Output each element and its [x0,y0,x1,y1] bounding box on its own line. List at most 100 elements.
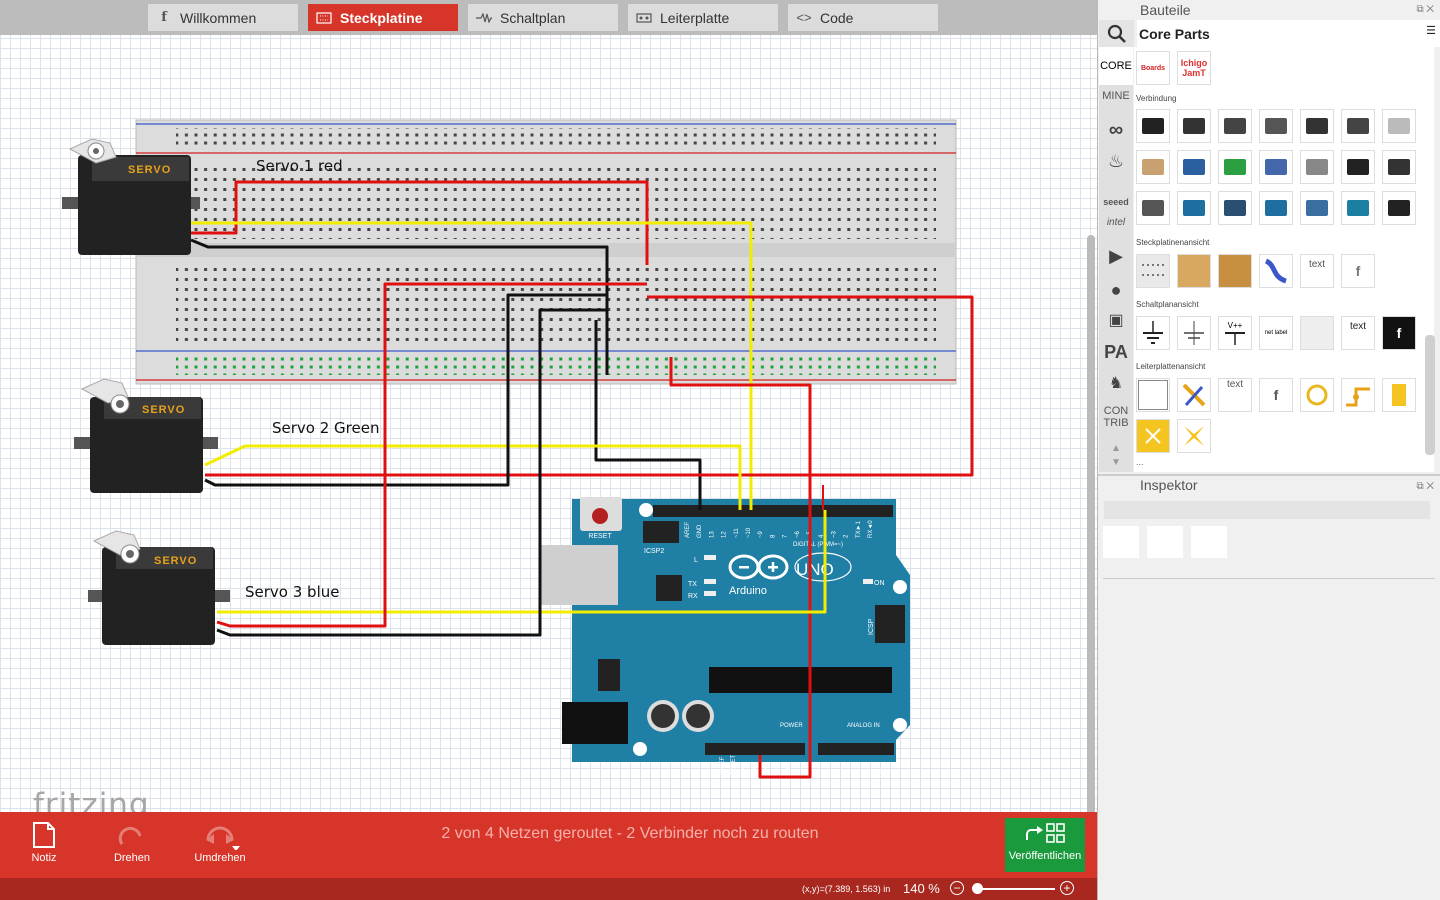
arduino-icon[interactable]: ∞ [1108,119,1124,141]
flip-button[interactable]: Umdrehen [185,818,255,874]
routing-status[interactable]: 2 von 4 Netzen geroutet - 2 Verbinder no… [441,825,819,842]
rotate-icon [97,818,167,852]
wires[interactable] [190,180,974,779]
part-connector[interactable] [1341,191,1375,225]
tab-welcome[interactable]: f Willkommen [148,4,298,31]
breadboard[interactable] [135,119,957,385]
part-pcb-plain[interactable] [1136,378,1170,412]
part-connector[interactable] [1136,109,1170,143]
bin-core[interactable]: CORE [1099,47,1133,85]
part-pad[interactable] [1382,378,1416,412]
tab-schematic[interactable]: Schaltplan [468,4,618,31]
robot-icon[interactable]: ▣ [1108,312,1124,329]
arduino-brand-label: Arduino [729,585,767,597]
part-jumper[interactable] [1177,378,1211,412]
parts-scrollbar[interactable] [1425,335,1435,455]
part-connector[interactable] [1218,191,1252,225]
part-connector[interactable] [1218,109,1252,143]
part-connector[interactable] [1300,191,1334,225]
tx-led-label: TX [688,581,697,588]
search-button[interactable] [1099,20,1134,47]
part-connector[interactable] [1136,191,1170,225]
part-text[interactable]: text [1300,254,1334,288]
part-connector[interactable] [1177,191,1211,225]
zoom-in-button[interactable]: + [1060,881,1074,895]
part-copper-fill-blocker[interactable] [1177,419,1211,453]
play-icon[interactable]: ▶ [1109,246,1123,266]
part-ichigojam[interactable]: Ichigo JamT [1177,51,1211,85]
seeed-icon[interactable]: seeed [1103,197,1129,207]
zoom-slider-handle[interactable] [971,883,983,894]
note-icon [9,818,79,852]
part-ground-alt[interactable] [1177,316,1211,350]
part-schematic-text[interactable]: text [1341,316,1375,350]
part-breadboard[interactable] [1136,254,1170,288]
parts-panel-float-close-icon[interactable]: ⧉ ✕ [1416,4,1434,15]
part-boards[interactable]: Boards [1136,51,1170,85]
up-arrow-icon[interactable]: ▲ [1111,443,1121,454]
inspector-float-close-icon[interactable]: ⧉ ✕ [1416,481,1434,492]
servo-2[interactable] [74,378,218,493]
tab-breadboard[interactable]: Steckplatine [308,4,458,31]
inspector-breadboard-preview [1103,526,1139,558]
servo-3[interactable] [88,530,230,645]
part-ground[interactable] [1136,316,1170,350]
bin-contrib[interactable]: CON TRIB [1103,405,1129,429]
part-connector[interactable] [1177,150,1211,184]
vertical-scrollbar[interactable] [1087,235,1095,815]
part-silkscreen-text[interactable]: text [1218,378,1252,412]
part-perfboard[interactable] [1177,254,1211,288]
part-power-label[interactable]: V++ [1218,316,1252,350]
note-button[interactable]: Notiz [9,818,79,874]
part-stripboard[interactable] [1218,254,1252,288]
pin-label: 13 [709,531,715,538]
down-arrow-icon[interactable]: ▼ [1111,457,1121,468]
part-connector[interactable] [1382,191,1416,225]
part-net-label[interactable]: net label [1259,316,1293,350]
part-schematic-logo[interactable]: f [1382,316,1416,350]
servo-1[interactable] [62,138,200,255]
pin-label: ~11 [734,528,740,538]
zoom-slider[interactable] [975,888,1055,890]
part-connector[interactable] [1300,109,1334,143]
part-connector[interactable] [1382,109,1416,143]
pa-icon[interactable]: PA [1104,342,1128,362]
part-connector[interactable] [1341,109,1375,143]
part-connector[interactable] [1218,150,1252,184]
part-connector[interactable] [1300,150,1334,184]
part-connector[interactable] [1259,109,1293,143]
part-copper-fill[interactable] [1136,419,1170,453]
snootlab-icon[interactable]: ● [1110,280,1122,300]
part-via[interactable] [1341,378,1375,412]
part-silkscreen-logo[interactable]: f [1259,378,1293,412]
pin-label: ~10 [746,527,752,538]
parts-grid: Boards Ichigo JamT Verbindung Steckplati… [1134,47,1434,472]
pin-label: AREF [685,522,691,538]
part-wire[interactable] [1259,254,1293,288]
bin-mine[interactable]: MINE [1102,90,1130,102]
part-connector[interactable] [1341,150,1375,184]
tab-pcb[interactable]: Leiterplatte [628,4,778,31]
part-logo[interactable]: f [1341,254,1375,288]
animal-icon[interactable]: ♞ [1108,375,1124,392]
wire-servo1-red [191,180,649,265]
zoom-out-button[interactable]: − [950,881,964,895]
rotate-button[interactable]: Drehen [97,818,167,874]
pin-label: A0 [822,769,828,777]
part-connector[interactable] [1259,150,1293,184]
tab-code[interactable]: <> Code [788,4,938,31]
part-connector[interactable] [1382,150,1416,184]
part-connector[interactable] [1136,150,1170,184]
part-hole[interactable] [1300,378,1334,412]
part-frame[interactable] [1300,316,1334,350]
intel-icon[interactable]: intel [1106,217,1126,228]
bin-menu-icon[interactable]: ☰ [1426,25,1436,37]
pin-label: A4 [866,769,872,777]
arduino-model-label: UNO [796,560,834,579]
bin-list: CORE MINE ∞ ♨ seeed intel ▶ ● ▣ PA ♞ CON… [1099,47,1133,472]
part-connector[interactable] [1177,109,1211,143]
sparkfun-icon[interactable]: ♨ [1107,151,1125,171]
part-connector[interactable] [1259,191,1293,225]
breadboard-canvas[interactable]: RESET ICSP2 ICSP UNO Arduino ON TX RX L … [0,35,1097,844]
publish-button[interactable]: Veröffentlichen [1005,818,1085,872]
